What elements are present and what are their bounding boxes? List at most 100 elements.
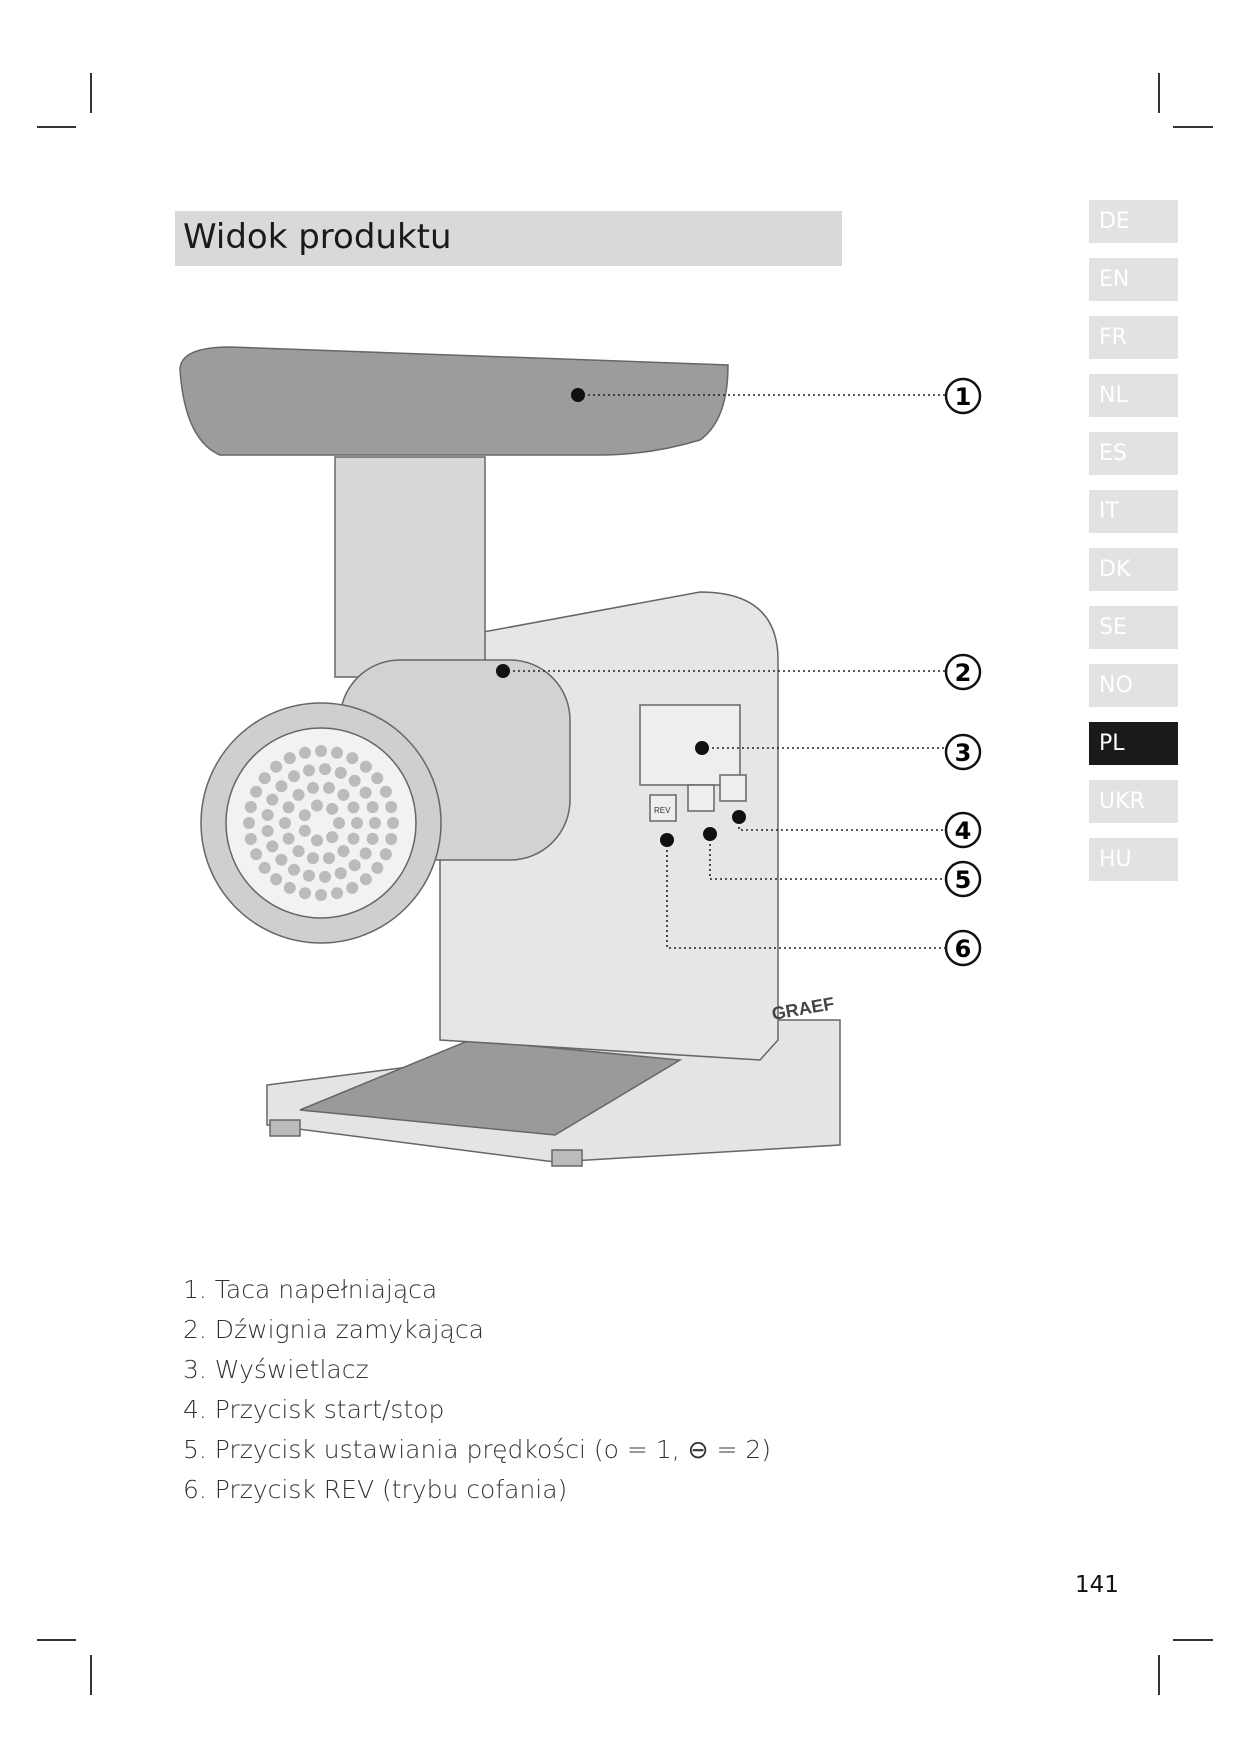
plate-hole — [331, 746, 344, 759]
speed-button — [687, 784, 715, 812]
language-tab-se[interactable]: SE — [1089, 606, 1178, 649]
callout-dot — [660, 833, 674, 847]
legend-item: 1. Taca napełniająca — [183, 1275, 438, 1304]
crop-mark — [1173, 1639, 1213, 1641]
callout-1: 1 — [944, 377, 982, 415]
plate-hole — [283, 881, 296, 894]
plate-hole — [270, 873, 283, 886]
plate-hole — [310, 799, 323, 812]
plate-hole — [379, 848, 392, 861]
legend-item: 2. Dźwignia zamykająca — [183, 1315, 484, 1344]
plate-hole — [359, 873, 372, 886]
callout-6: 6 — [944, 929, 982, 967]
plate-hole — [250, 848, 263, 861]
plate-hole — [258, 772, 271, 785]
callout-number: 4 — [955, 817, 972, 845]
plate-hole — [346, 752, 359, 765]
plate-hole — [319, 870, 332, 883]
plate-hole — [275, 853, 288, 866]
callout-5: 5 — [944, 860, 982, 898]
plate-hole — [387, 817, 399, 829]
plate-hole — [266, 840, 279, 853]
plate-hole — [369, 817, 381, 829]
plate-hole — [337, 845, 350, 858]
plate-hole — [359, 760, 372, 773]
language-tab-es[interactable]: ES — [1089, 432, 1178, 475]
plate-hole — [331, 887, 344, 900]
plate-hole — [348, 774, 361, 787]
crop-mark — [1158, 1655, 1160, 1695]
plate-hole — [298, 746, 311, 759]
plate-hole — [302, 764, 315, 777]
language-tab-dk[interactable]: DK — [1089, 548, 1178, 591]
callout-number: 5 — [955, 866, 972, 894]
plate-hole — [306, 852, 319, 865]
plate-hole — [282, 801, 295, 814]
crop-mark — [37, 1639, 76, 1641]
display — [639, 704, 741, 786]
language-tab-pl[interactable]: PL — [1089, 722, 1178, 765]
plate-hole — [326, 831, 339, 844]
plate-hole — [298, 824, 311, 837]
filling-tray — [179, 346, 729, 456]
plate-hole — [292, 788, 305, 801]
grinding-plate — [225, 727, 417, 919]
plate-hole — [337, 788, 350, 801]
callout-number: 3 — [955, 739, 972, 767]
language-tab-de[interactable]: DE — [1089, 200, 1178, 243]
plate-hole — [292, 845, 305, 858]
legend-item: 3. Wyświetlacz — [183, 1355, 369, 1384]
callout-number: 1 — [955, 383, 972, 411]
plate-hole — [288, 863, 300, 876]
parts-legend: 1. Taca napełniająca 2. Dźwignia zamykają… — [183, 1270, 771, 1510]
language-tab-fr[interactable]: FR — [1089, 316, 1178, 359]
language-tab-nl[interactable]: NL — [1089, 374, 1178, 417]
plate-hole — [282, 832, 295, 845]
plate-hole — [315, 889, 327, 901]
plate-hole — [348, 859, 361, 872]
plate-hole — [385, 800, 398, 813]
plate-hole — [270, 760, 283, 773]
plate-hole — [347, 801, 360, 814]
callout-2: 2 — [944, 653, 982, 691]
page-number: 141 — [1075, 1572, 1119, 1598]
crop-mark — [90, 1655, 92, 1695]
rev-label: REV — [654, 806, 671, 815]
plate-hole — [379, 785, 392, 798]
callout-dot — [703, 827, 717, 841]
plate-hole — [279, 817, 291, 829]
plate-hole — [258, 861, 271, 874]
plate-hole — [334, 766, 347, 779]
plate-hole — [298, 809, 311, 822]
language-tab-hu[interactable]: HU — [1089, 838, 1178, 881]
plate-hole — [244, 833, 257, 846]
rev-button — [649, 794, 677, 822]
start-stop-button — [719, 774, 747, 802]
language-tab-it[interactable]: IT — [1089, 490, 1178, 533]
language-tab-ukr[interactable]: UKR — [1089, 780, 1178, 823]
plate-hole — [261, 825, 274, 838]
plate-hole — [347, 832, 360, 845]
language-tab-no[interactable]: NO — [1089, 664, 1178, 707]
language-tab-en[interactable]: EN — [1089, 258, 1178, 301]
feed-tube — [334, 456, 486, 678]
plate-hole — [310, 834, 323, 847]
plate-hole — [323, 852, 336, 865]
plate-hole — [371, 861, 384, 874]
plate-hole — [359, 786, 372, 799]
plate-hole — [275, 780, 288, 793]
plate-hole — [319, 763, 332, 776]
plate-hole — [359, 847, 372, 860]
callout-3: 3 — [944, 733, 982, 771]
plate-hole — [366, 832, 379, 845]
plate-hole — [244, 800, 257, 813]
plate-hole — [315, 745, 327, 757]
callout-dot — [695, 741, 709, 755]
plate-hole — [306, 781, 319, 794]
page-title: Widok produktu — [183, 217, 452, 257]
legend-item: 5. Przycisk ustawiania prędkości (o = 1,… — [183, 1435, 772, 1464]
plate-hole — [371, 772, 384, 785]
plate-hole — [346, 881, 359, 894]
